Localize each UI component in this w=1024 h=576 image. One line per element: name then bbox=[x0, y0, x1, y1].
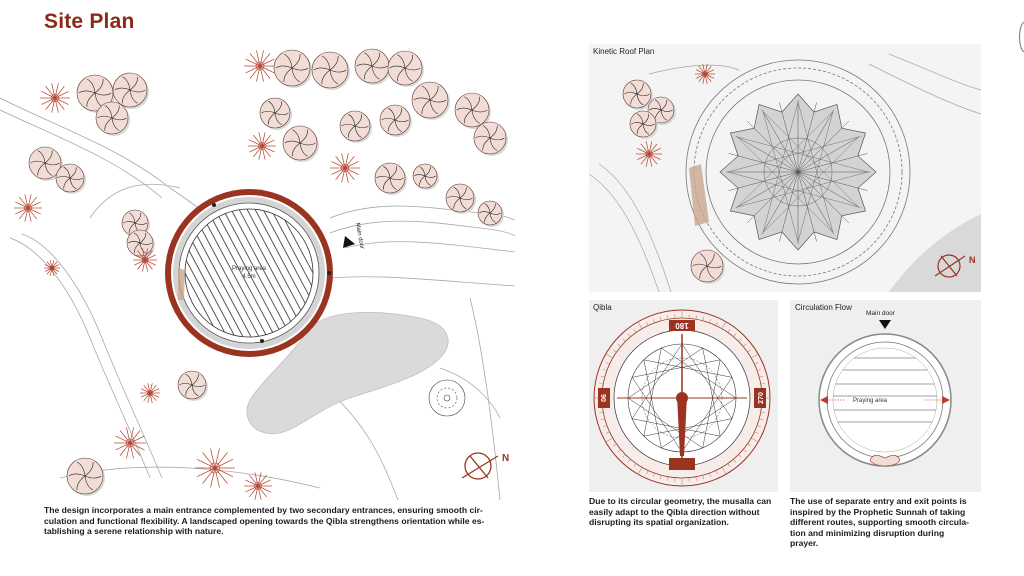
site-trees bbox=[14, 48, 508, 500]
page-title: Site Plan bbox=[44, 10, 135, 33]
roof-landscape-strip bbox=[689, 164, 709, 226]
praying-area-label: Praying area bbox=[232, 266, 267, 272]
caption-line: easily adapt to the Qibla direction with… bbox=[589, 506, 760, 517]
qibla-drawing: 180 90 270 bbox=[593, 309, 771, 487]
tree-icon bbox=[273, 49, 312, 88]
tree-icon bbox=[411, 81, 450, 120]
tree-icon bbox=[126, 229, 155, 258]
tree-icon bbox=[114, 427, 146, 459]
tree-icon bbox=[66, 457, 105, 496]
tree-icon bbox=[445, 183, 476, 214]
circulation-main-door-label: Main door bbox=[866, 310, 895, 317]
tree-icon bbox=[133, 248, 157, 272]
tree-icon bbox=[140, 383, 160, 403]
tree-icon bbox=[387, 50, 424, 87]
tree-icon bbox=[695, 64, 715, 84]
degree-right: 270 bbox=[758, 392, 765, 404]
site-plan-caption: The design incorporates a main entrance … bbox=[44, 505, 514, 537]
tree-icon bbox=[374, 162, 407, 195]
caption-line: The design incorporates a main entrance … bbox=[44, 505, 483, 515]
north-arrow-icon bbox=[461, 452, 499, 480]
tree-icon bbox=[473, 121, 508, 156]
tree-icon bbox=[44, 260, 60, 276]
kinetic-roof bbox=[719, 93, 877, 251]
tree-icon bbox=[622, 79, 653, 110]
qibla-label: Qibla bbox=[593, 303, 612, 312]
caption-line: culation and functional flexibility. A l… bbox=[44, 515, 485, 526]
roof-pond bbox=[889, 214, 981, 292]
tree-icon bbox=[379, 104, 412, 137]
circulation-label: Circulation Flow bbox=[795, 303, 852, 312]
roof-site-paths bbox=[589, 53, 981, 292]
tree-icon bbox=[248, 132, 276, 160]
tree-icon bbox=[40, 83, 70, 113]
circulation-caption: The use of separate entry and exit point… bbox=[790, 496, 985, 549]
tree-icon bbox=[95, 101, 130, 136]
tree-icon bbox=[177, 370, 208, 401]
caption-line: inspired by the Prophetic Sunnah of taki… bbox=[790, 506, 966, 517]
circulation-main-door-arrow-icon bbox=[879, 320, 891, 329]
tree-icon bbox=[339, 110, 372, 143]
tree-icon bbox=[244, 50, 276, 82]
circulation-drawing: Praying area bbox=[818, 320, 952, 467]
site-plan-drawing: Praying area 4.5m Main door N bbox=[0, 48, 515, 500]
degree-left: 90 bbox=[599, 394, 606, 402]
exit-arrow-icon bbox=[942, 396, 950, 404]
caption-line: tablishing a serene relationship with na… bbox=[44, 526, 224, 537]
tree-icon bbox=[636, 141, 662, 167]
tree-icon bbox=[112, 72, 149, 109]
caption-line: tion and minimizing disruption during bbox=[790, 527, 945, 538]
tree-icon bbox=[690, 249, 725, 284]
pond bbox=[246, 312, 449, 435]
main-door-arrow-icon bbox=[343, 236, 355, 248]
tree-icon bbox=[244, 472, 272, 500]
caption-line: Due to its circular geometry, the musall… bbox=[589, 496, 772, 506]
tree-icon bbox=[282, 125, 319, 162]
caption-line: prayer. bbox=[790, 538, 819, 549]
page-edge-mark bbox=[1019, 21, 1024, 53]
caption-line: The use of separate entry and exit point… bbox=[790, 496, 967, 506]
entry-arrow-icon bbox=[820, 396, 828, 404]
roundabout bbox=[428, 379, 466, 417]
roof-north-arrow-icon bbox=[934, 254, 966, 278]
tree-icon bbox=[55, 163, 86, 194]
praying-area-size: 4.5m bbox=[242, 274, 255, 280]
main-door-label: Main door bbox=[354, 222, 365, 249]
tree-icon bbox=[28, 146, 63, 181]
roof-plan-label: Kinetic Roof Plan bbox=[593, 47, 655, 56]
tree-icon bbox=[14, 194, 42, 222]
circulation-row-label: Praying area bbox=[853, 398, 888, 404]
degree-top: 180 bbox=[675, 321, 689, 330]
tree-icon bbox=[195, 448, 235, 488]
caption-line: disrupting its spatial organization. bbox=[589, 517, 729, 528]
tree-icon bbox=[354, 48, 391, 85]
roof-plan-drawing: N bbox=[589, 53, 981, 292]
north-label: N bbox=[502, 453, 509, 464]
roof-north-label: N bbox=[969, 255, 976, 265]
tree-icon bbox=[412, 163, 439, 190]
tree-icon bbox=[629, 110, 658, 139]
tree-icon bbox=[330, 153, 360, 183]
tree-icon bbox=[259, 97, 292, 130]
qibla-caption: Due to its circular geometry, the musall… bbox=[589, 496, 784, 528]
tree-icon bbox=[647, 96, 676, 125]
qibla-needle-icon bbox=[677, 396, 687, 456]
tree-icon bbox=[454, 92, 491, 129]
roof-trees bbox=[622, 64, 725, 284]
mosque-plan bbox=[165, 189, 333, 357]
tree-icon bbox=[311, 51, 350, 90]
tree-icon bbox=[477, 200, 504, 227]
caption-line: different routes, supporting smooth circ… bbox=[790, 517, 970, 528]
